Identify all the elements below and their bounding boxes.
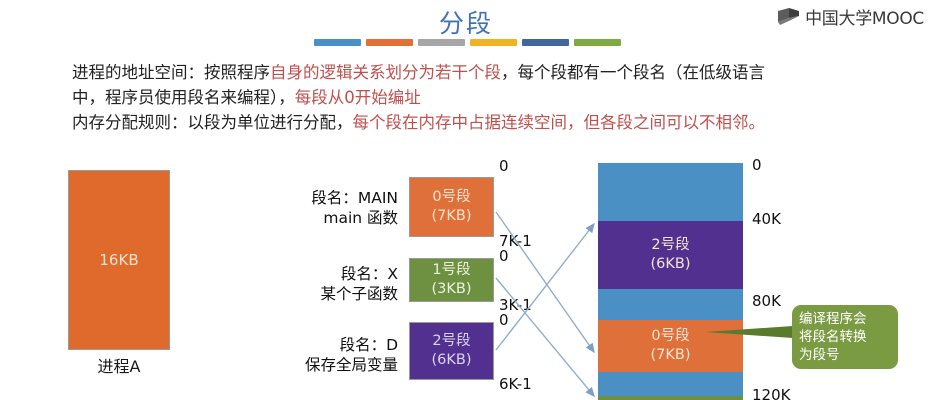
title-bar-1 (314, 39, 361, 46)
text-highlight: 每个段在内存中占据连续空间，但各段之间可以不相邻。 (352, 113, 766, 132)
callout-line-2: 将段名转换 (799, 329, 867, 345)
memory-address-120k: 120K (752, 386, 791, 400)
segment-2-description: 段名：D 保存全局变量 (240, 335, 398, 375)
text-plain: 内存分配规则：以段为单位进行分配， (72, 113, 353, 132)
segment-0-size: (7KB) (431, 208, 472, 224)
segment-2-desc-line2: 保存全局变量 (304, 356, 398, 374)
segment-1-desc-line2: 某个子函数 (320, 285, 398, 303)
segment-0-name: 0号段 (432, 189, 471, 205)
page-title: 分段 (438, 9, 493, 38)
memory-segment-0-size: (7KB) (650, 347, 691, 363)
title-bar-3 (418, 39, 465, 46)
mooc-logo: 中国大学MOOC (777, 4, 924, 29)
mooc-logo-text: 中国大学MOOC (805, 9, 924, 29)
title-bar-6 (574, 39, 621, 46)
segment-2-addr-start: 0 (499, 311, 509, 329)
segment-0-desc-line2: main 函数 (323, 209, 398, 227)
segment-1-name: 1号段 (432, 262, 471, 278)
memory-segment-0: 0号段 (7KB) (598, 320, 743, 372)
memory-address-80k: 80K (752, 292, 781, 310)
memory-address-40k: 40K (752, 210, 781, 228)
segment-2-addr-end: 6K-1 (499, 375, 532, 393)
segment-0-box: 0号段 (7KB) (409, 177, 494, 237)
text-highlight: 自身的逻辑关系划分为若干个段 (270, 63, 501, 82)
process-a-size: 16KB (99, 251, 139, 269)
segment-1-desc-line1: 段名：X (340, 265, 398, 283)
memory-segment-1 (598, 396, 743, 400)
segment-0-desc-line1: 段名：MAIN (311, 189, 398, 207)
compiler-callout: 编译程序会 将段名转换 为段号 (792, 305, 898, 369)
segment-2-desc-line1: 段名：D (339, 336, 398, 354)
text-plain: ，每个段都有一个段名（在低级语言 (501, 63, 765, 82)
memory-free-space-2 (598, 289, 743, 320)
body-line-1: 进程的地址空间：按照程序自身的逻辑关系划分为若干个段，每个段都有一个段名（在低级… (72, 60, 902, 85)
segment-2-size: (6KB) (431, 352, 472, 368)
text-highlight: 每段从0开始编址 (294, 88, 421, 107)
segment-1-size: (3KB) (431, 281, 472, 297)
title-bar-2 (366, 39, 413, 46)
callout-line-3: 为段号 (799, 347, 840, 363)
segment-0-description: 段名：MAIN main 函数 (250, 188, 398, 228)
title-decoration-bars (314, 39, 621, 46)
callout-line-1: 编译程序会 (799, 311, 867, 327)
cube-icon (777, 7, 801, 27)
segment-1-box: 1号段 (3KB) (409, 258, 494, 302)
title-bar-4 (470, 39, 517, 46)
process-a-label: 进程A (97, 357, 141, 376)
title-bar-5 (522, 39, 569, 46)
segment-2-name: 2号段 (432, 333, 471, 349)
segment-1-addr-start: 0 (499, 247, 509, 265)
memory-free-space-3 (598, 372, 743, 396)
body-line-2: 中，程序员使用段名来编程），每段从0开始编址 (72, 85, 902, 110)
segment-1-description: 段名：X 某个子函数 (250, 264, 398, 304)
segment-2-box: 2号段 (6KB) (409, 322, 494, 380)
process-a-box: 16KB (68, 170, 170, 350)
text-plain: 中，程序员使用段名来编程）， (72, 88, 295, 107)
memory-free-space-1 (598, 163, 743, 221)
memory-segment-0-name: 0号段 (651, 328, 690, 344)
body-paragraph: 进程的地址空间：按照程序自身的逻辑关系划分为若干个段，每个段都有一个段名（在低级… (72, 60, 902, 135)
text-plain: 进程的地址空间：按照程序 (72, 63, 270, 82)
memory-segment-2-name: 2号段 (651, 237, 690, 253)
memory-segment-2-size: (6KB) (650, 256, 691, 272)
memory-segment-2: 2号段 (6KB) (598, 221, 743, 289)
memory-address-0: 0 (752, 156, 762, 174)
callout-tail (705, 326, 793, 338)
segment-0-addr-start: 0 (499, 157, 509, 175)
body-line-3: 内存分配规则：以段为单位进行分配，每个段在内存中占据连续空间，但各段之间可以不相… (72, 110, 902, 135)
